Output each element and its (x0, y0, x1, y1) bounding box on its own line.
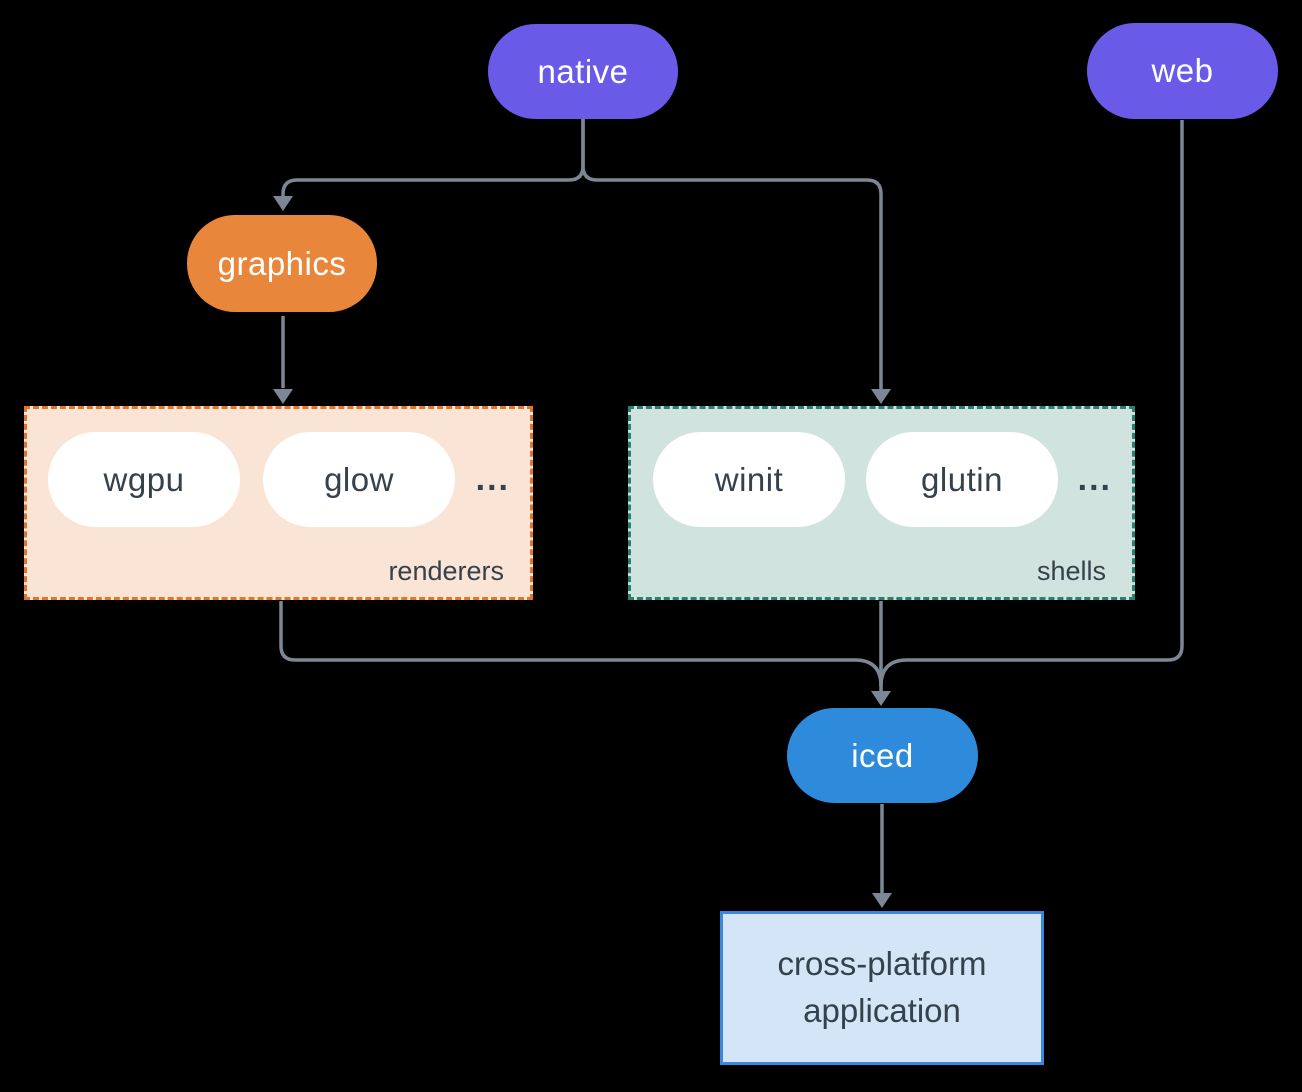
node-native-label: native (537, 52, 629, 90)
connector-native-to-shells (581, 119, 883, 390)
node-wgpu: wgpu (48, 432, 240, 527)
app-label-line1: cross-platform (777, 945, 987, 983)
connector-native-to-graphics (281, 119, 585, 197)
node-cross-platform-application: cross-platform application (720, 911, 1044, 1065)
group-shells: winit glutin ... shells (628, 406, 1135, 600)
node-glow-label: glow (324, 460, 394, 498)
node-iced: iced (787, 708, 978, 803)
node-glutin: glutin (866, 432, 1058, 527)
node-native: native (488, 24, 678, 119)
arrowhead-into-app (872, 893, 892, 908)
node-graphics: graphics (187, 215, 377, 312)
node-wgpu-label: wgpu (103, 460, 185, 498)
renderers-ellipsis: ... (475, 460, 510, 498)
node-glutin-label: glutin (921, 460, 1003, 498)
renderers-group-label: renderers (388, 556, 504, 586)
app-label-line2: application (803, 992, 961, 1029)
node-graphics-label: graphics (217, 244, 347, 282)
arrowhead-into-iced (871, 691, 891, 706)
connector-renderers-to-merge (279, 601, 883, 687)
node-glow: glow (263, 432, 455, 527)
arrowhead-into-renderers (273, 389, 293, 404)
shells-group-label: shells (1036, 556, 1106, 586)
connector-web-to-merge (879, 120, 1184, 687)
node-web: web (1087, 23, 1278, 119)
node-web-label: web (1151, 52, 1214, 89)
node-winit: winit (653, 432, 845, 527)
arrowhead-into-graphics (273, 196, 293, 211)
node-winit-label: winit (714, 460, 784, 498)
node-iced-label: iced (851, 736, 914, 774)
shells-ellipsis: ... (1077, 460, 1112, 498)
arrowhead-into-shells (871, 389, 891, 404)
group-renderers: wgpu glow ... renderers (24, 406, 533, 600)
